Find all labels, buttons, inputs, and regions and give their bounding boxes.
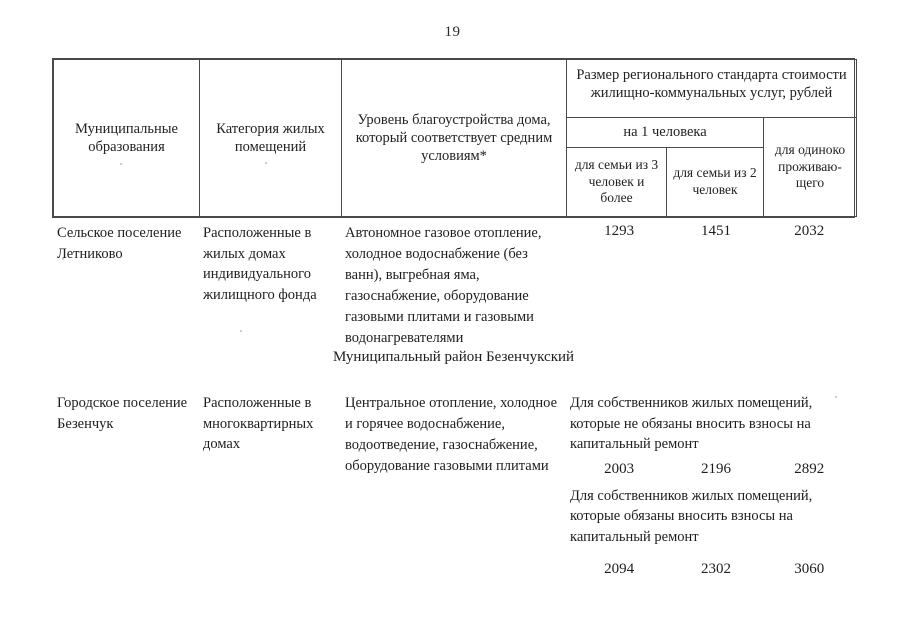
cell-values: 1293 1451 2032 xyxy=(565,219,855,240)
value-family-3plus: 2094 xyxy=(604,561,635,578)
cell-amenity: Центральное отопление, холодное и горяче… xyxy=(345,395,558,475)
value-family-3plus: 1293 xyxy=(604,223,635,239)
scan-speck xyxy=(265,162,267,164)
cell-category: Расположенные в многоквартирных домах xyxy=(203,395,314,453)
section-heading: Муниципальный район Безенчукский xyxy=(332,349,575,365)
header-amenity-level: Уровень благоустройства дома, который со… xyxy=(341,59,567,217)
value-group-note: Для собственников жилых помещений, котор… xyxy=(570,395,813,453)
scan-speck xyxy=(120,163,122,165)
cell-amenity: Автономное газовое отопление, холодное в… xyxy=(345,225,542,347)
value-group: 1293 1451 2032 xyxy=(570,223,855,240)
table-body: Сельское поселение Летниково Расположенн… xyxy=(52,219,855,349)
header-category: Категория жилых помещений xyxy=(199,59,342,217)
header-municipalities: Муниципальные образования xyxy=(53,59,200,217)
value-family-3plus: 2003 xyxy=(604,460,635,477)
table-row: Сельское поселение Летниково Расположенн… xyxy=(52,219,855,349)
value-row: 2094 2302 3060 xyxy=(570,561,855,578)
value-group: Для собственников жилых помещений, котор… xyxy=(570,393,855,478)
scan-speck xyxy=(60,424,62,426)
header-row-3: для семьи из 3 человек и более для семьи… xyxy=(54,146,857,218)
value-group-note: Для собственников жилых помещений, котор… xyxy=(570,487,813,545)
header-per-person: на 1 человека xyxy=(566,117,764,148)
table-row: Городское поселение Безенчук Расположенн… xyxy=(52,389,855,586)
header-family-3plus: для семьи из 3 человек и более xyxy=(566,146,667,218)
cell-municipality: Сельское поселение Летниково xyxy=(57,225,182,262)
value-group: Для собственников жилых помещений, котор… xyxy=(570,486,855,579)
table-header-box: Муниципальные образования Категория жилы… xyxy=(52,58,857,218)
cell-category: Расположенные в жилых домах индивидуальн… xyxy=(203,225,317,303)
value-family-2: 1451 xyxy=(700,223,731,239)
header-single-resident: для одиноко проживаю-щего xyxy=(763,117,857,217)
cell-municipality: Городское поселение Безенчук xyxy=(57,395,188,432)
value-family-2: 2196 xyxy=(700,460,731,477)
header-row-1: Муниципальные образования Категория жилы… xyxy=(53,58,857,217)
table-header: Муниципальные образования Категория жилы… xyxy=(53,58,857,218)
table-body-second: Городское поселение Безенчук Расположенн… xyxy=(52,389,855,586)
value-single: 2032 xyxy=(794,223,825,239)
scan-speck xyxy=(62,258,64,260)
scan-speck xyxy=(240,330,242,332)
header-standard-size: Размер регионального стандарта стоимости… xyxy=(566,58,857,119)
value-single: 2892 xyxy=(794,460,825,477)
header-family-2: для семьи из 2 человек xyxy=(666,146,764,218)
cell-values: Для собственников жилых помещений, котор… xyxy=(565,389,855,586)
page-number: 19 xyxy=(444,24,461,40)
value-row: 2003 2196 2892 xyxy=(570,461,855,478)
scan-speck xyxy=(835,396,837,398)
header-row-2: на 1 человека для одиноко проживаю-щего xyxy=(54,117,857,217)
value-single: 3060 xyxy=(794,561,825,578)
value-family-2: 2302 xyxy=(700,561,731,578)
